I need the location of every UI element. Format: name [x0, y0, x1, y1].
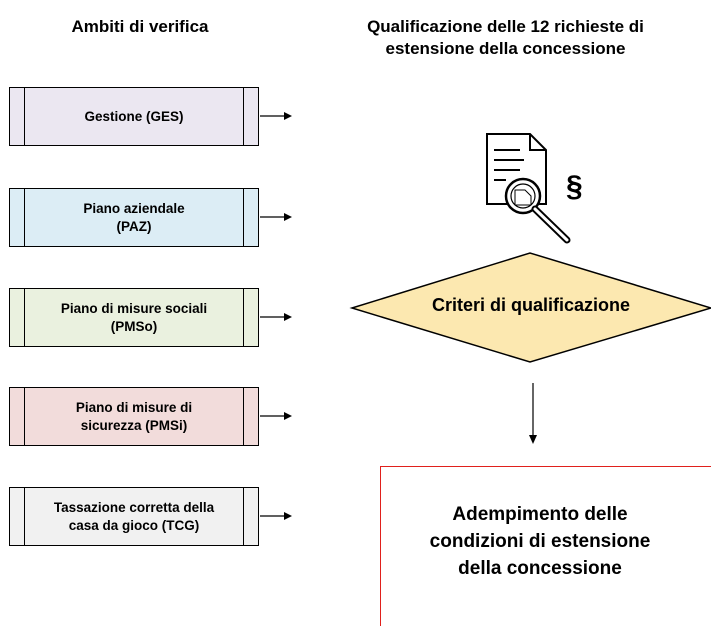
arrow-down-icon	[529, 383, 537, 444]
result-box	[380, 466, 711, 626]
section-sign-icon: §	[566, 170, 583, 203]
area-box-ges: Gestione (GES)	[9, 87, 259, 146]
arrow-right-icon	[260, 412, 292, 420]
area-box-pmso: Piano di misure sociali (PMSo)	[9, 288, 259, 347]
arrow-right-icon	[260, 313, 292, 321]
area-label-tcg: Tassazione corretta della casa da gioco …	[53, 499, 215, 533]
arrow-right-icon	[260, 213, 292, 221]
area-label-pmso: Piano di misure sociali (PMSo)	[60, 300, 208, 334]
area-box-paz: Piano aziendale (PAZ)	[9, 188, 259, 247]
arrow-right-icon	[260, 512, 292, 520]
area-label-ges: Gestione (GES)	[84, 108, 184, 124]
decision-label: Criteri di qualificazione	[431, 295, 631, 315]
result-label: Adempimento delle condizioni di estensio…	[429, 504, 651, 579]
right-column-title: Qualificazione delle 12 richieste di est…	[367, 17, 644, 58]
decision-diamond	[349, 252, 711, 363]
area-box-pmsi: Piano di misure di sicurezza (PMSi)	[9, 387, 259, 446]
area-label-paz: Piano aziendale (PAZ)	[83, 200, 185, 234]
arrow-right-icon	[260, 112, 292, 120]
document-magnifier-icon	[486, 133, 571, 244]
area-label-pmsi: Piano di misure di sicurezza (PMSi)	[75, 399, 193, 433]
area-box-tcg: Tassazione corretta della casa da gioco …	[9, 487, 259, 546]
left-column-title: Ambiti di verifica	[71, 17, 209, 36]
